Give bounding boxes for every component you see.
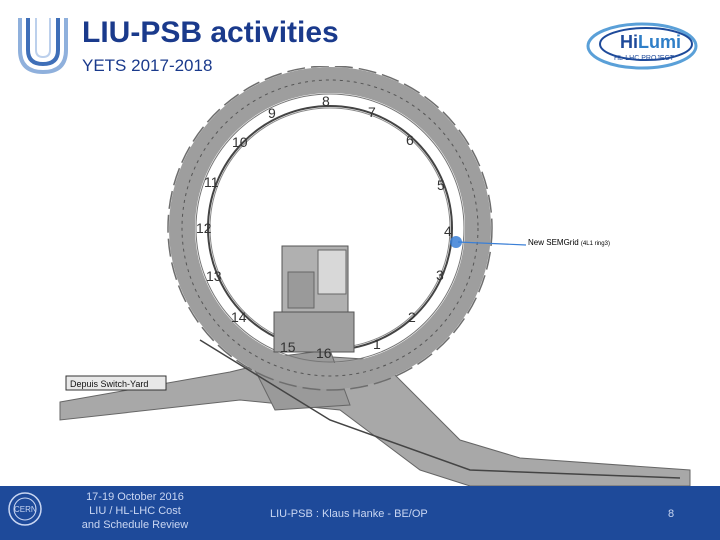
footer-event: 17-19 October 2016 LIU / HL-LHC Cost and… <box>70 490 200 532</box>
sector-number-10: 10 <box>232 134 248 150</box>
footer-bar <box>0 486 720 540</box>
sector-number-2: 2 <box>408 309 416 325</box>
hilumi-logo: HiLumi HL-LHC PROJECT <box>586 22 698 70</box>
switchyard-label: Depuis Switch-Yard <box>70 379 148 389</box>
liu-logo <box>18 18 68 75</box>
slide-subtitle: YETS 2017-2018 <box>82 56 213 75</box>
sector-number-11: 11 <box>204 174 219 190</box>
sector-number-5: 5 <box>437 177 445 193</box>
sector-number-12: 12 <box>196 220 212 236</box>
hilumi-subtitle: HL-LHC PROJECT <box>614 55 675 62</box>
sector-number-1: 1 <box>373 336 381 352</box>
hilumi-hi: Hi <box>620 32 638 52</box>
footer-author: LIU-PSB : Klaus Hanke - BE/OP <box>270 508 428 520</box>
semgrid-callout: New SEMGrid (4L1 ring3) <box>528 238 610 247</box>
psb-ring-plan: Depuis Switch-Yard 1 2 3 4 5 6 7 8 9 10 … <box>59 66 691 486</box>
footer-event-line2: LIU / HL-LHC Cost <box>89 505 181 517</box>
footer-event-line3: and Schedule Review <box>81 519 189 531</box>
sector-number-8: 8 <box>322 93 330 109</box>
sector-number-14: 14 <box>231 309 247 325</box>
sector-number-7: 7 <box>368 104 376 120</box>
sector-number-13: 13 <box>206 268 222 284</box>
slide-title: LIU-PSB activities <box>82 16 339 49</box>
footer-event-line1: 17-19 October 2016 <box>86 491 184 503</box>
svg-text:HiLumi: HiLumi <box>620 32 681 52</box>
sector-number-9: 9 <box>268 105 276 121</box>
sector-number-6: 6 <box>406 132 414 148</box>
cern-logo: CERN <box>8 492 42 526</box>
sector-number-4: 4 <box>444 223 452 239</box>
sector-number-15: 15 <box>280 339 296 355</box>
callout-leader-line <box>457 241 527 246</box>
hilumi-lumi: Lumi <box>638 32 681 52</box>
semgrid-marker <box>450 236 462 248</box>
sector-number-16: 16 <box>316 345 332 361</box>
cern-logo-text: CERN <box>14 505 37 514</box>
callout-main: New SEMGrid <box>528 238 579 247</box>
callout-detail: (4L1 ring3) <box>580 241 610 247</box>
sector-number-3: 3 <box>436 267 444 283</box>
page-number: 8 <box>668 508 675 520</box>
